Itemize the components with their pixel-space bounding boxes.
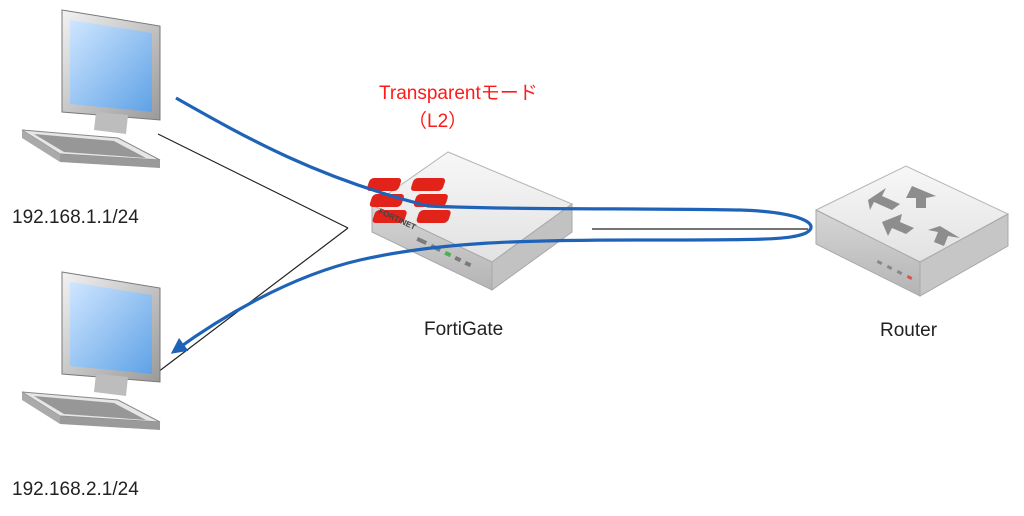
router-leds	[876, 260, 913, 280]
fortinet-logo-icon	[367, 178, 451, 223]
link-pc1-junction	[157, 133, 349, 229]
fortigate-label: FortiGate	[424, 319, 504, 340]
router-label: Router	[880, 320, 938, 341]
traffic-flow-line	[170, 96, 813, 354]
pc1-address: 192.168.1.1/24	[12, 207, 139, 228]
computer-1-icon	[21, 9, 161, 168]
fortigate-appliance-icon: FORTINET	[367, 151, 574, 291]
router-icon	[814, 165, 1010, 297]
computer-2-icon	[21, 271, 161, 430]
mode-subtitle: （L2）	[408, 111, 468, 132]
mode-title: Transparentモード	[379, 83, 538, 104]
pc2-address: 192.168.2.1/24	[12, 479, 139, 500]
router-arrows-icon	[868, 186, 960, 246]
